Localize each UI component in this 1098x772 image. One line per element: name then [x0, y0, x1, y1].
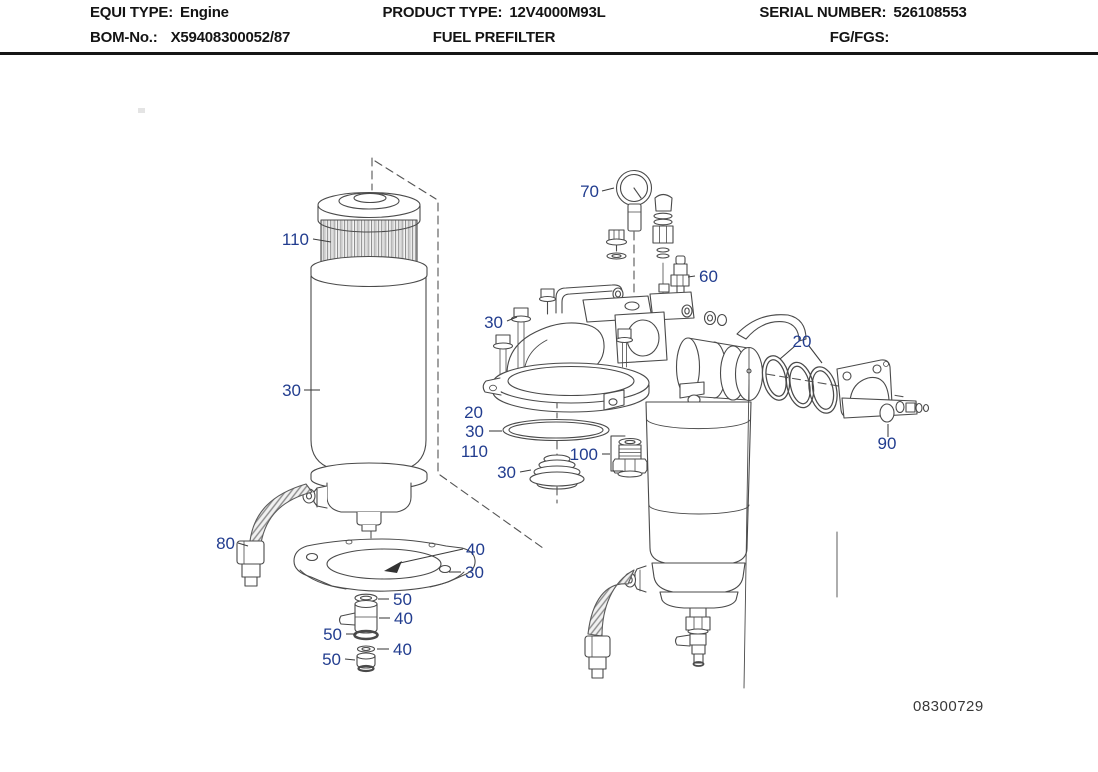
- callout-leader-lines: [237, 187, 889, 661]
- fitting-stack-drawing: [652, 193, 674, 301]
- plug-bolt-drawing: [605, 229, 628, 260]
- callout-110-filter-element: 110: [282, 230, 309, 249]
- header-divider: [0, 52, 1098, 55]
- callout-110-seal-group: 110: [461, 442, 488, 461]
- callout-50-cap: 50: [322, 650, 341, 669]
- drain-valve-parts-drawing: [338, 593, 379, 673]
- serial-number-value: 526108553: [893, 4, 967, 21]
- callout-40-valve: 40: [394, 609, 413, 628]
- section-reference-lines: [743, 379, 838, 689]
- callout-90-bracket-valve: 90: [878, 434, 897, 453]
- paper-smudge: [138, 108, 145, 113]
- product-type-label: PRODUCT TYPE:: [382, 4, 503, 21]
- bom-no-label: BOM-No.:: [90, 29, 158, 46]
- title-block: EQUI TYPE: Engine BOM-No.: X59408300052/87…: [0, 0, 1098, 52]
- callout-50-ring: 50: [323, 625, 342, 644]
- bellows-seal-drawing: [529, 454, 585, 490]
- callout-20-seal-group: 20: [464, 403, 483, 422]
- page-title: FUEL PREFILTER: [432, 29, 556, 46]
- callout-20-orings: 20: [793, 332, 812, 351]
- callout-30-seal-ring: 30: [465, 422, 484, 441]
- filter-head-drawing: [482, 283, 807, 415]
- left-assembly-drawing: [236, 157, 544, 673]
- callout-60-sensor: 60: [699, 267, 718, 286]
- callout-50-washer: 50: [393, 590, 412, 609]
- o-rings-drawing: [761, 355, 838, 414]
- sensor-drawing: [670, 255, 690, 313]
- pressure-gauge-drawing: [615, 169, 653, 232]
- serial-number-label: SERIAL NUMBER:: [759, 4, 887, 21]
- fg-fgs-label: FG/FGS:: [829, 29, 890, 46]
- drawing-number: 08300729: [913, 698, 984, 715]
- bracket-drawing: [836, 359, 930, 423]
- callout-40-washer: 40: [393, 640, 412, 659]
- callout-30-bellows: 30: [497, 463, 516, 482]
- fuel-hose-drawing: [249, 483, 313, 544]
- right-assembly-drawing: [482, 169, 930, 689]
- union-fitting-drawing: [610, 435, 648, 478]
- seal-ring-drawing: [502, 418, 610, 442]
- mounting-plate-drawing: [293, 538, 476, 592]
- callout-numbers: 110 30 80 40 30 50 40 50 40 50 70 60 30 …: [216, 182, 896, 669]
- callout-40-plate: 40: [466, 540, 485, 559]
- bowl-hose-drawing: [584, 569, 635, 679]
- assembly-direction-arrow: [384, 561, 402, 573]
- callout-100-bracket: [610, 435, 626, 472]
- equi-type-label: EQUI TYPE:: [90, 4, 174, 21]
- hose-connector-drawing: [236, 540, 265, 587]
- callout-30-head-bolt: 30: [484, 313, 503, 332]
- bowl-drain-valve-drawing: [674, 607, 711, 667]
- equi-type-value: Engine: [180, 4, 229, 21]
- filter-bowl-drawing: [623, 401, 752, 609]
- product-type-value: 12V4000M93L: [509, 4, 606, 21]
- callout-80-hose: 80: [216, 534, 235, 553]
- filter-canister-drawing: [302, 255, 428, 532]
- callout-100-fitting: 100: [570, 445, 598, 464]
- callout-70-gauge: 70: [580, 182, 599, 201]
- bom-no-value: X59408300052/87: [170, 29, 291, 46]
- callout-30-plate: 30: [465, 563, 484, 582]
- callout-30-canister: 30: [282, 381, 301, 400]
- drain-cock-knob: [879, 403, 895, 423]
